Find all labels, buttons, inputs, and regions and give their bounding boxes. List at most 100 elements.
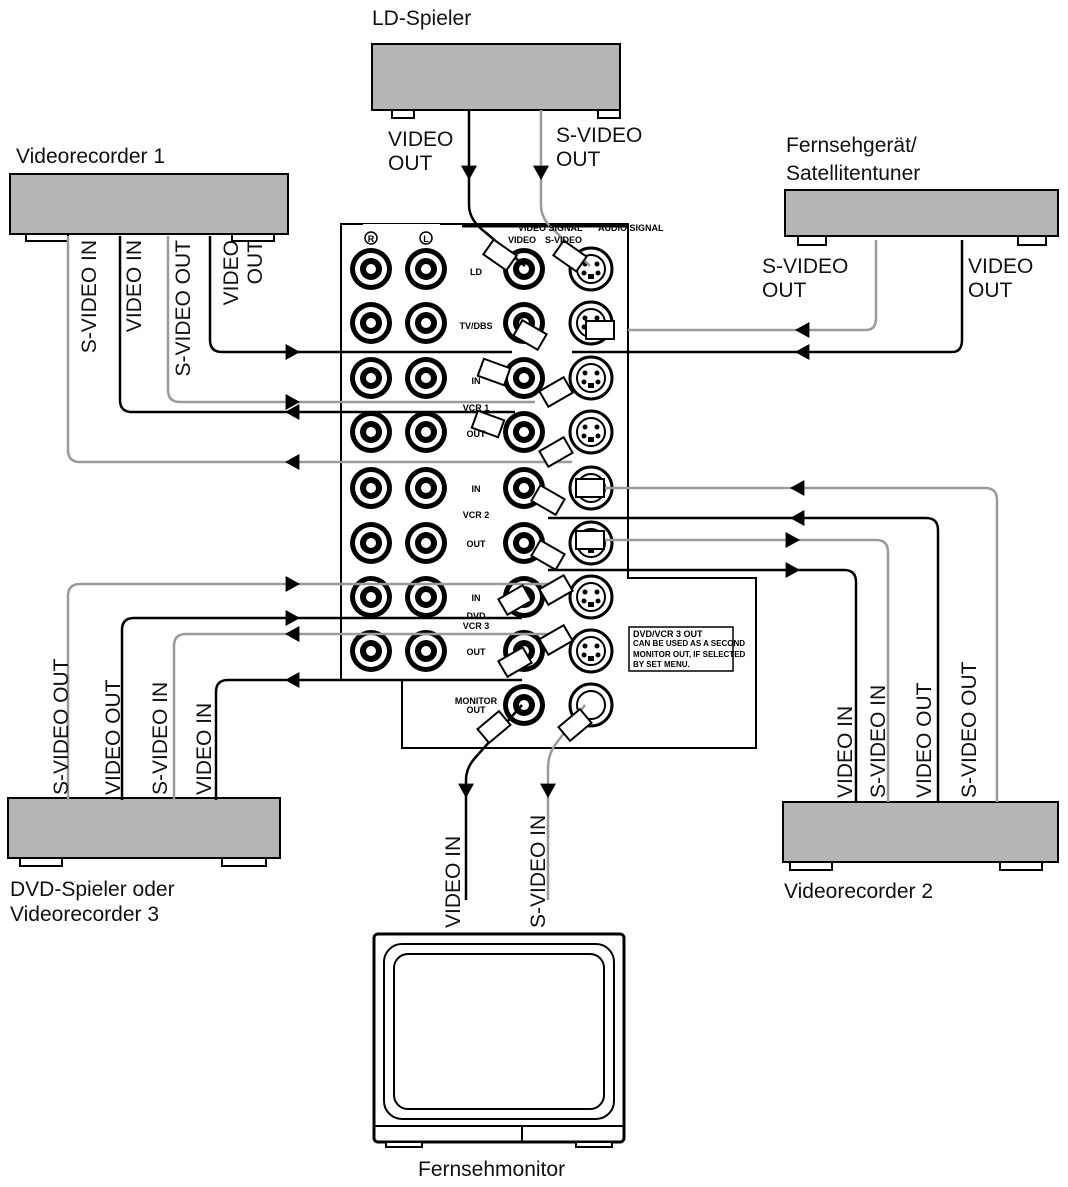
ld-s-video-out-line2: OUT (556, 148, 601, 171)
rca-jack (405, 630, 447, 672)
vcr2-label: VCR 2 (463, 510, 490, 520)
direction-arrow (540, 783, 556, 798)
vcr2-s-video-out: S-VIDEO OUT (958, 661, 981, 798)
tv-tuner-label-line1: Fernsehgerät/ (786, 134, 917, 157)
cables (66, 110, 999, 900)
note-line-3: MONITOR OUT, IF SELECTED (633, 650, 746, 659)
rca-jack (405, 302, 447, 344)
vcr1-video-in: VIDEO IN (123, 240, 146, 332)
signal-direction-arrows (285, 165, 810, 798)
cable-plug (538, 435, 574, 469)
vcr1-s-video-out: S-VIDEO OUT (172, 240, 195, 377)
cable-plug (497, 645, 533, 679)
cable-plug (538, 375, 574, 409)
ld-player-device (371, 43, 621, 119)
receiver-labels: VIDEO SIGNAL AUDIO SIGNAL VIDEO S-VIDEO … (364, 223, 746, 715)
rca-jack (350, 357, 392, 399)
rca-jack (503, 467, 545, 509)
rca-jack (405, 522, 447, 564)
rca-jack (350, 522, 392, 564)
header-s-video: S-VIDEO (545, 235, 582, 245)
cable-plug (538, 623, 574, 657)
cable-plug (557, 707, 593, 743)
direction-arrow (285, 344, 300, 360)
rca-jack (405, 576, 447, 618)
rca-jack (405, 357, 447, 399)
ld-player-label: LD-Spieler (372, 7, 471, 30)
s-video-jack (568, 355, 614, 401)
cable-plug (575, 478, 605, 498)
rca-jack (350, 248, 392, 290)
rca-jack (350, 467, 392, 509)
vcr2-s-video-in: S-VIDEO IN (867, 685, 890, 798)
dvd-s-video-in: S-VIDEO IN (149, 682, 172, 795)
cable-plug (497, 583, 533, 617)
rca-jack (405, 467, 447, 509)
direction-arrow (285, 610, 300, 626)
direction-arrow (795, 322, 810, 338)
tv-video-out-line1: VIDEO (968, 255, 1033, 278)
tv-tuner-label-line2: Satellitentuner (786, 162, 920, 185)
vcr1-label: Videorecorder 1 (16, 145, 165, 168)
direction-arrow (790, 480, 805, 496)
dvd-label-line2: Videorecorder 3 (10, 903, 159, 926)
monitor-video-in: VIDEO IN (442, 836, 465, 928)
header-video: VIDEO (508, 235, 536, 245)
note-line-2: CAN BE USED AS A SECOND (633, 639, 745, 648)
direction-arrow (785, 562, 800, 578)
channel-r-label: R (368, 234, 375, 244)
cable-plug (512, 318, 548, 352)
tv-dbs-label: TV/DBS (459, 321, 492, 331)
monitor-out-label: OUT (467, 705, 487, 715)
ld-s-video-out-line1: S-VIDEO (556, 124, 642, 147)
cable-plug (470, 409, 506, 439)
cable-plug (530, 538, 566, 572)
vcr3-out-label: OUT (467, 647, 487, 657)
vcr2-device (782, 801, 1059, 871)
note-line-1: DVD/VCR 3 OUT (633, 629, 703, 639)
tv-s-video-out-line1: S-VIDEO (762, 255, 848, 278)
direction-arrow (458, 783, 474, 798)
direction-arrow (790, 510, 805, 526)
direction-arrow (461, 165, 477, 180)
ld-label: LD (470, 267, 482, 277)
dvd-vcr3-device (7, 797, 281, 867)
s-video-jack (568, 409, 614, 455)
direction-arrow (533, 165, 549, 180)
header-audio-signal: AUDIO SIGNAL (598, 223, 664, 233)
direction-arrow (285, 576, 300, 592)
tv-tuner-device (784, 189, 1059, 246)
vcr2-video-in: VIDEO IN (834, 706, 857, 798)
dvd-video-out: VIDEO OUT (102, 679, 125, 795)
dvd-video-in: VIDEO IN (193, 703, 216, 795)
rca-jack (350, 630, 392, 672)
rca-jack (405, 248, 447, 290)
vcr3-label: VCR 3 (463, 621, 490, 631)
cable-plug (575, 530, 605, 550)
port-labels-vertical: S-VIDEO IN VIDEO IN S-VIDEO OUT VIDEO OU… (50, 240, 981, 928)
rca-jack (405, 411, 447, 453)
monitor-s-video-in: S-VIDEO IN (527, 815, 550, 928)
channel-l-label: L (423, 234, 429, 244)
monitor-label: MONITOR (455, 696, 498, 706)
cable-plugs (470, 238, 615, 745)
rca-jack (503, 357, 545, 399)
vcr1-in-label: IN (472, 376, 481, 386)
vcr2-label: Videorecorder 2 (784, 880, 933, 903)
vcr2-video-out: VIDEO OUT (913, 682, 936, 798)
tv-s-video-out-line2: OUT (762, 279, 807, 302)
rca-jack (350, 411, 392, 453)
vcr2-out-label: OUT (467, 539, 487, 549)
rca-jack (503, 411, 545, 453)
tv-video-out-line2: OUT (968, 279, 1013, 302)
rca-jack (350, 576, 392, 618)
header-video-signal: VIDEO SIGNAL (518, 223, 583, 233)
s-video-jack (568, 628, 614, 674)
cable-plug (551, 239, 589, 273)
vcr1-video-out-line2: OUT (244, 240, 267, 285)
direction-arrow (285, 394, 300, 410)
dvd-s-video-out: S-VIDEO OUT (50, 658, 73, 795)
dvd-label: DVD (466, 611, 486, 621)
device-labels: LD-Spieler Videorecorder 1 Fernsehgerät/… (10, 7, 933, 1181)
